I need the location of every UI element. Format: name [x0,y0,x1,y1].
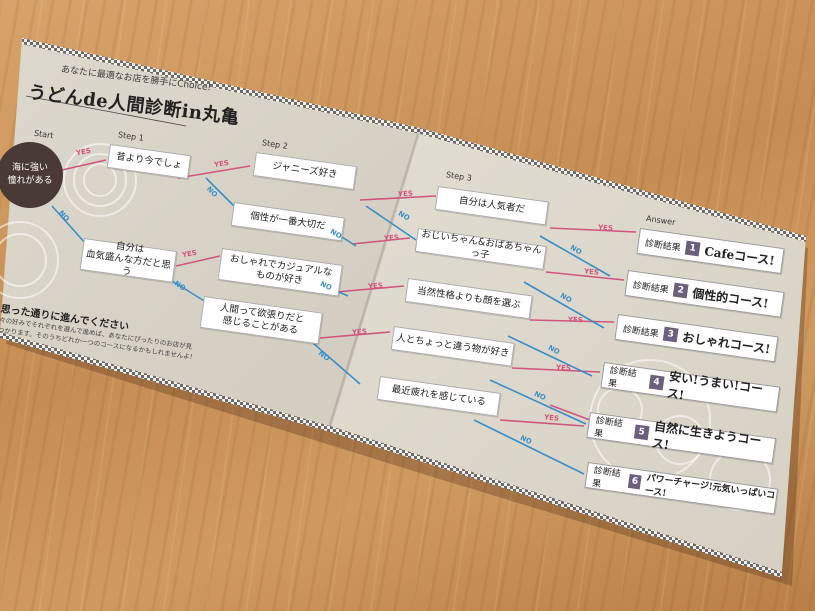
answer-number-badge: 3 [662,326,679,343]
yes-label: YES [583,267,600,277]
start-question: 海に強い 憧れがある [0,142,63,208]
answer-number-badge: 6 [627,473,642,490]
answer-prefix: 診断結果 [593,415,624,440]
yes-label: YES [383,233,400,243]
yes-label: YES [351,327,368,337]
answer-number-badge: 2 [672,282,689,299]
yes-label: YES [543,413,560,423]
yes-label: YES [597,223,614,233]
answer-prefix: 診断結果 [644,238,682,254]
answer-number-badge: 1 [684,240,701,257]
answer-number-badge: 5 [633,424,650,441]
yes-label: YES [367,281,384,291]
yes-label: YES [567,315,584,325]
yes-label: YES [555,363,572,373]
yes-label: YES [397,189,414,199]
answer-prefix: 診断結果 [607,365,638,390]
answer-prefix: 診断結果 [591,465,622,490]
answer-prefix: 診断結果 [622,324,660,340]
answer-prefix: 診断結果 [632,280,670,296]
answer-number-badge: 4 [648,374,665,391]
answer-course: Cafeコース! [703,243,776,268]
